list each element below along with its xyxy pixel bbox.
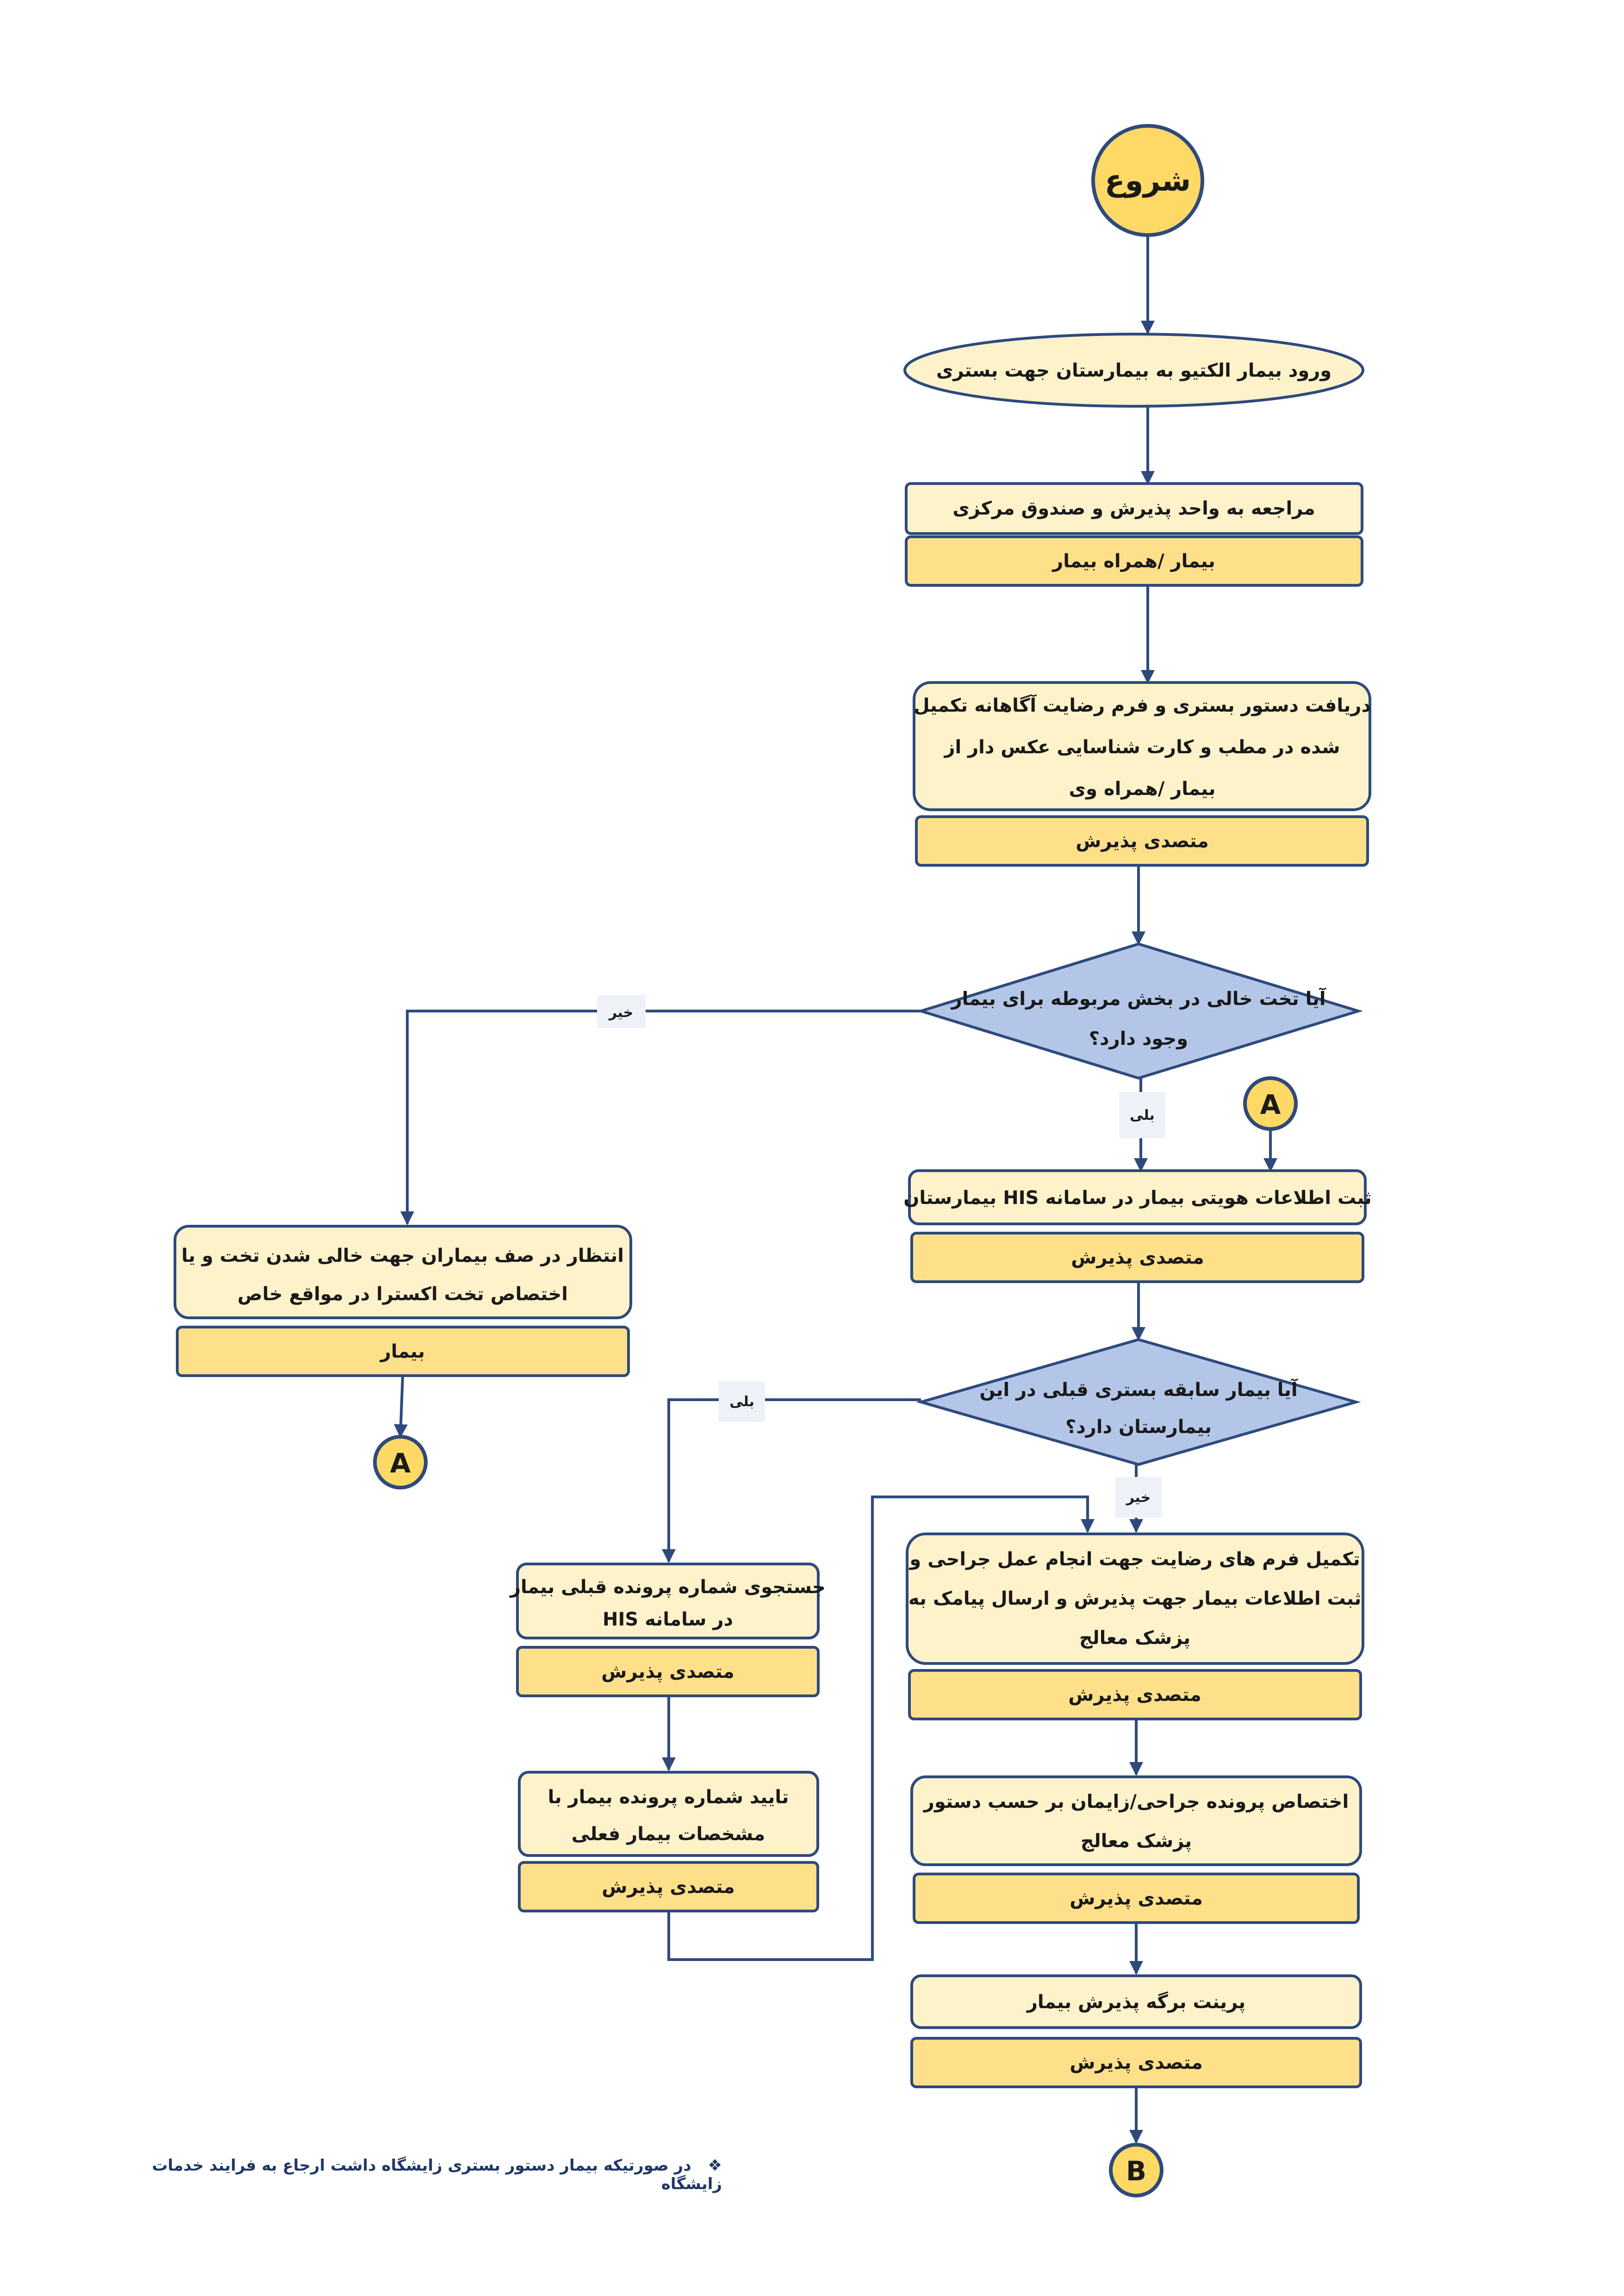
decision-history: آیا بیمار سابقه بستری قبلی در این بیمارس…	[916, 1338, 1361, 1466]
connector-b: B	[1109, 2143, 1164, 2197]
decision-bed-line-1: آیا تخت خالی در بخش مربوطه برای بیمار	[951, 987, 1326, 1010]
start-node: شروع	[1091, 124, 1204, 237]
decision-bed-line-2: وجود دارد؟	[1089, 1028, 1188, 1049]
search-node: جستجوی شماره پرونده قبلی بیمار در سامانه…	[509, 1563, 826, 1697]
search-role: متصدی پذیرش	[601, 1661, 734, 1682]
label-no-1-text: خیر	[608, 1005, 634, 1021]
consent-node: تکمیل فرم های رضایت جهت انجام عمل جراحی …	[906, 1533, 1364, 1720]
connector-a-bottom: A	[373, 1435, 428, 1489]
label-yes-2-text: بلی	[729, 1394, 754, 1410]
label-yes-2: بلی	[719, 1381, 765, 1422]
assign-node: اختصاص پرونده جراحی/زایمان بر حسب دستور …	[910, 1775, 1362, 1924]
entry-node: ورود بیمار الکتیو به بیمارستان جهت بستری	[903, 333, 1364, 408]
confirm-line-1: تایید شماره پرونده بیمار با	[548, 1787, 789, 1808]
consent-line-1: تکمیل فرم های رضایت جهت انجام عمل جراحی …	[908, 1549, 1360, 1570]
receive-line-1: دریافت دستور بستری و فرم رضایت آگاهانه ت…	[914, 694, 1371, 716]
label-yes-1: بلی	[1119, 1092, 1165, 1138]
search-line-2: در سامانه HIS	[603, 1609, 733, 1630]
refer-label: مراجعه به واحد پذیرش و صندوق مرکزی	[952, 498, 1315, 519]
print-node: پرینت برگه پذیرش بیمار متصدی پذیرش	[910, 1974, 1362, 2088]
confirm-node: تایید شماره پرونده بیمار با مشخصات بیمار…	[518, 1771, 819, 1912]
consent-role: متصدی پذیرش	[1068, 1684, 1201, 1706]
diamond-bullet-icon: ❖	[708, 2156, 722, 2175]
connector-a-top-label: A	[1260, 1089, 1281, 1120]
arrow-confirm-loop-to-consent	[667, 1496, 1095, 1961]
receive-node: دریافت دستور بستری و فرم رضایت آگاهانه ت…	[913, 681, 1371, 867]
refer-role: بیمار /همراه بیمار	[1052, 551, 1215, 572]
wait-line-1: انتظار در صف بیماران جهت خالی شدن تخت و …	[181, 1245, 624, 1266]
label-no-2: خیر	[1115, 1477, 1162, 1518]
assign-line-2: پزشک معالج	[1081, 1831, 1192, 1852]
wait-role: بیمار	[380, 1341, 425, 1362]
print-role: متصدی پذیرش	[1070, 2052, 1202, 2073]
footnote-text: در صورتیکه بیمار دستور بستری زایشگاه داش…	[152, 2156, 722, 2193]
register-node: ثبت اطلاعات هویتی بیمار در سامانه HIS بی…	[903, 1169, 1372, 1283]
search-line-1: جستجوی شماره پرونده قبلی بیمار	[509, 1576, 826, 1598]
connector-a-top: A	[1243, 1076, 1298, 1131]
decision-bed: آیا تخت خالی در بخش مربوطه برای بیمار وج…	[916, 942, 1363, 1080]
connector-a-bottom-label: A	[390, 1447, 411, 1479]
register-role: متصدی پذیرش	[1071, 1247, 1204, 1268]
refer-node: مراجعه به واحد پذیرش و صندوق مرکزی بیمار…	[905, 482, 1363, 587]
receive-role: متصدی پذیرش	[1076, 831, 1208, 852]
print-label: پرینت برگه پذیرش بیمار	[1026, 1991, 1245, 2013]
connector-b-label: B	[1126, 2155, 1146, 2187]
receive-line-2: شده در مطب و کارت شناسایی عکس دار از	[943, 737, 1340, 758]
decision-history-line-2: بیمارستان دارد؟	[1065, 1416, 1212, 1438]
wait-node: انتظار در صف بیماران جهت خالی شدن تخت و …	[174, 1225, 632, 1377]
receive-line-3: بیمار /همراه وی	[1069, 778, 1216, 800]
entry-label: ورود بیمار الکتیو به بیمارستان جهت بستری	[936, 360, 1332, 381]
assign-line-1: اختصاص پرونده جراحی/زایمان بر حسب دستور	[923, 1791, 1349, 1812]
confirm-role: متصدی پذیرش	[602, 1876, 734, 1898]
consent-line-3: پزشک معالج	[1079, 1627, 1190, 1649]
wait-line-2: اختصاص تخت اکسترا در مواقع خاص	[237, 1284, 568, 1305]
footnote: ❖ در صورتیکه بیمار دستور بستری زایشگاه د…	[93, 2156, 722, 2193]
register-label: ثبت اطلاعات هویتی بیمار در سامانه HIS بی…	[903, 1187, 1372, 1209]
confirm-line-2: مشخصات بیمار فعلی	[572, 1824, 765, 1845]
decision-history-line-1: آیا بیمار سابقه بستری قبلی در این	[979, 1378, 1298, 1401]
assign-role: متصدی پذیرش	[1070, 1888, 1202, 1909]
label-no-2-text: خیر	[1126, 1489, 1151, 1506]
start-label: شروع	[1105, 164, 1191, 198]
arrow-wait-to-connector-a	[394, 1376, 408, 1438]
arrow-decision-no-to-wait	[400, 1010, 921, 1225]
label-no-1: خیر	[597, 995, 646, 1028]
label-yes-1-text: بلی	[1130, 1107, 1155, 1123]
arrow-decision2-yes-to-search	[662, 1398, 921, 1563]
consent-line-2: ثبت اطلاعات بیمار جهت پذیرش و ارسال پیام…	[908, 1588, 1361, 1609]
